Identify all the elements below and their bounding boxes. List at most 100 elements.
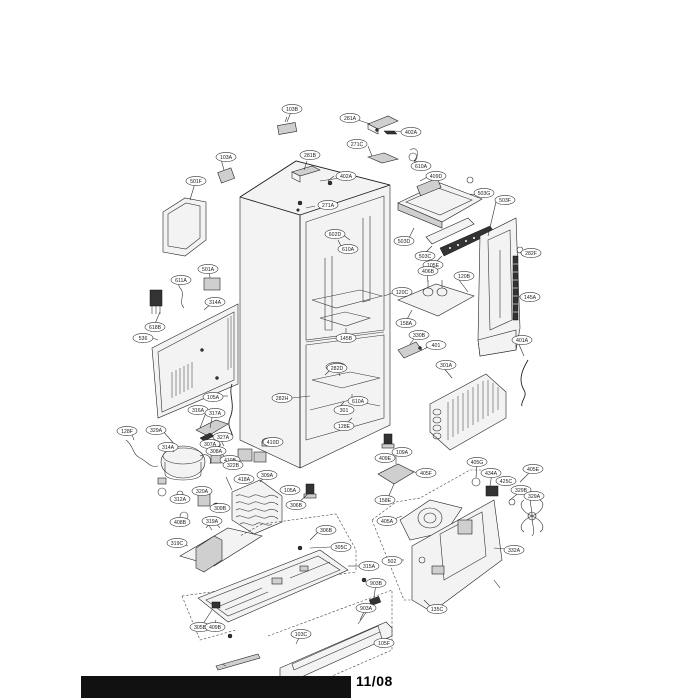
part-label: 317A	[204, 408, 226, 418]
part-label-text: 405G	[471, 460, 484, 466]
part-label-text: 282D	[331, 366, 344, 372]
part-label-bubble	[170, 275, 192, 285]
part-label: 282H	[271, 393, 293, 403]
part-label: 434A	[480, 468, 502, 478]
part-label: 602D	[324, 229, 346, 239]
part-label: 120C	[391, 287, 413, 297]
part-label-bubble	[480, 468, 502, 478]
part-label-text: 611A	[175, 278, 187, 284]
part-label-bubble	[426, 604, 448, 614]
part-label: 401A	[511, 335, 533, 345]
part-label: 309A	[256, 470, 278, 480]
part-label: 315A	[358, 561, 380, 571]
part-label-bubble	[324, 229, 346, 239]
part-label-bubble	[335, 171, 357, 181]
part-label-text: 319A	[206, 519, 219, 525]
part-label-text: 306B	[320, 528, 333, 534]
part-label: 145B	[335, 333, 357, 343]
part-label-bubble	[256, 470, 278, 480]
part-503f-duct	[477, 217, 521, 357]
part-label-text: 329A	[528, 494, 541, 500]
part-label: 502	[381, 556, 403, 566]
part-label-text: 128E	[338, 424, 351, 430]
part-label: 314A	[204, 297, 226, 307]
part-label: 105A	[202, 392, 224, 402]
part-label-bubble	[395, 318, 417, 328]
part-label: 536	[132, 333, 154, 343]
part-label: 610A	[410, 161, 432, 171]
part-label: 903B	[365, 578, 387, 588]
part-label-text: 105E	[427, 263, 440, 269]
part-label-text: 320A	[196, 489, 209, 495]
part-105a-tube	[228, 383, 233, 439]
part-label-text: 105A	[207, 395, 220, 401]
part-319a-base	[179, 523, 263, 573]
part-label-text: 315A	[363, 564, 376, 570]
part-label-text: 405E	[527, 467, 540, 473]
part-label-text: 503C	[419, 254, 432, 260]
part-label-bubble	[116, 426, 138, 436]
part-label: 611A	[170, 275, 192, 285]
part-label-text: 406B	[422, 269, 435, 275]
part-label: 158E	[374, 495, 396, 505]
part-label-bubble	[169, 494, 191, 504]
part-label: 409E	[374, 453, 396, 463]
part-label: 103C	[290, 629, 312, 639]
part-label: 320A	[191, 486, 213, 496]
part-label: 332A	[503, 545, 525, 555]
part-label-bubble	[410, 161, 432, 171]
part-145a-tube	[512, 246, 524, 321]
part-label-bubble	[209, 503, 231, 513]
back-panel-frame	[371, 469, 498, 521]
part-label-bubble	[391, 287, 413, 297]
part-label-bubble	[205, 446, 227, 456]
part-label-text: 503D	[398, 239, 411, 245]
part-label: 103A	[215, 152, 237, 162]
part-label-text: 271A	[322, 203, 335, 209]
part-label: 128E	[333, 421, 355, 431]
part-label-bubble	[145, 425, 167, 435]
part-label-text: 610A	[352, 399, 365, 405]
part-label-text: 158A	[400, 321, 413, 327]
part-label: 408B	[169, 517, 191, 527]
part-label: 282F	[520, 248, 542, 258]
part-label-bubble	[285, 500, 307, 510]
part-label-text: 602D	[329, 232, 342, 238]
part-label-bubble	[520, 248, 542, 258]
part-label-bubble	[381, 556, 403, 566]
part-label-text: 402A	[405, 130, 418, 136]
part-label-bubble	[473, 188, 495, 198]
part-501f-panel	[162, 197, 207, 257]
leveling-legs	[303, 433, 395, 499]
part-label-text: 301A	[440, 363, 453, 369]
part-label-bubble	[523, 491, 545, 501]
part-label-text: 135C	[431, 607, 444, 613]
part-label-text: 317A	[209, 411, 222, 417]
part-label-text: 332A	[508, 548, 521, 554]
part-label-bubble	[337, 244, 359, 254]
part-330b-bracket	[397, 341, 431, 359]
part-label-bubble	[373, 638, 395, 648]
part-label-text: 314A	[209, 300, 222, 306]
part-label-text: 314A	[162, 445, 175, 451]
part-label-bubble	[201, 516, 223, 526]
part-label-text: 903B	[370, 581, 383, 587]
part-105f-rod	[215, 653, 261, 671]
part-label: 319A	[201, 516, 223, 526]
part-label: 501F	[185, 176, 207, 186]
part-label-text: 305C	[335, 545, 348, 551]
part-label-bubble	[317, 200, 339, 210]
part-label-bubble	[212, 432, 234, 442]
part-label: 301	[333, 405, 355, 415]
part-label: 418A	[233, 474, 255, 484]
part-label: 329B	[510, 485, 532, 495]
part-label-text: 329B	[515, 488, 528, 494]
part-label-bubble	[519, 292, 541, 302]
part-103a-shape	[217, 167, 236, 184]
part-label-text: 105F	[378, 641, 390, 647]
part-label-text: 103C	[295, 632, 308, 638]
footer-black-bar	[81, 676, 351, 698]
left-small-parts	[149, 277, 221, 314]
part-label-text: 405A	[381, 519, 394, 525]
